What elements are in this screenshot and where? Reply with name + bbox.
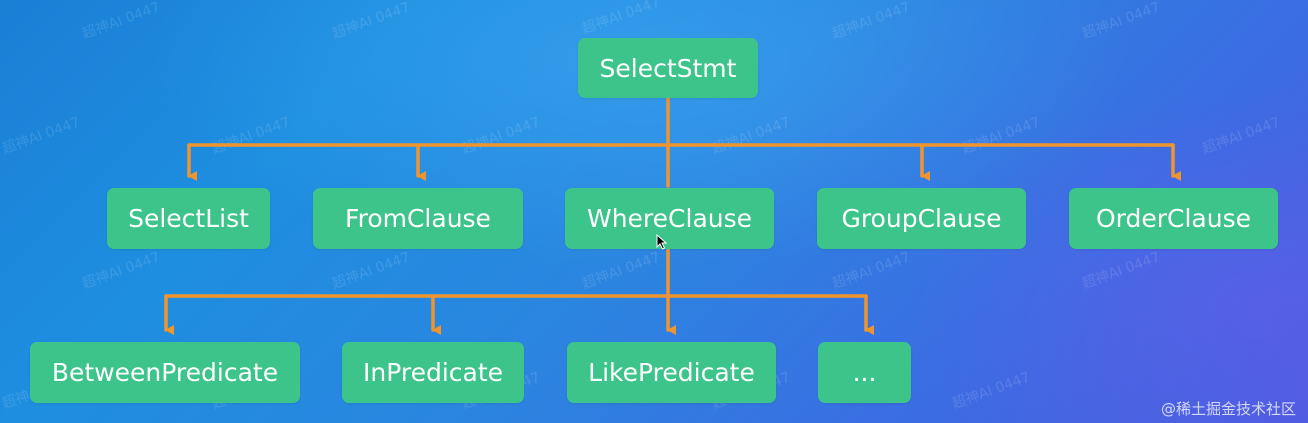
node-label: LikePredicate — [588, 358, 755, 387]
source-credit: @稀土掘金技术社区 — [1160, 400, 1296, 418]
node-selectstmt: SelectStmt — [578, 38, 758, 98]
node-ellipsis: ... — [818, 342, 911, 403]
node-label: InPredicate — [362, 358, 504, 387]
node-orderclause: OrderClause — [1069, 188, 1278, 249]
node-groupclause: GroupClause — [817, 188, 1026, 249]
node-label: GroupClause — [841, 204, 1002, 233]
node-likepredicate: LikePredicate — [567, 342, 776, 403]
node-fromclause: FromClause — [313, 188, 523, 249]
node-label: SelectStmt — [599, 53, 737, 83]
node-selectlist: SelectList — [107, 188, 270, 249]
node-label: BetweenPredicate — [51, 358, 279, 387]
node-label: SelectList — [128, 204, 249, 233]
node-label: OrderClause — [1095, 204, 1252, 233]
node-label: ... — [852, 358, 877, 387]
node-whereclause: WhereClause — [565, 188, 774, 249]
node-inpredicate: InPredicate — [342, 342, 524, 403]
node-label: FromClause — [345, 204, 491, 233]
node-label: WhereClause — [586, 204, 753, 233]
node-betweenpredicate: BetweenPredicate — [30, 342, 300, 403]
mouse-cursor-icon — [656, 234, 668, 250]
